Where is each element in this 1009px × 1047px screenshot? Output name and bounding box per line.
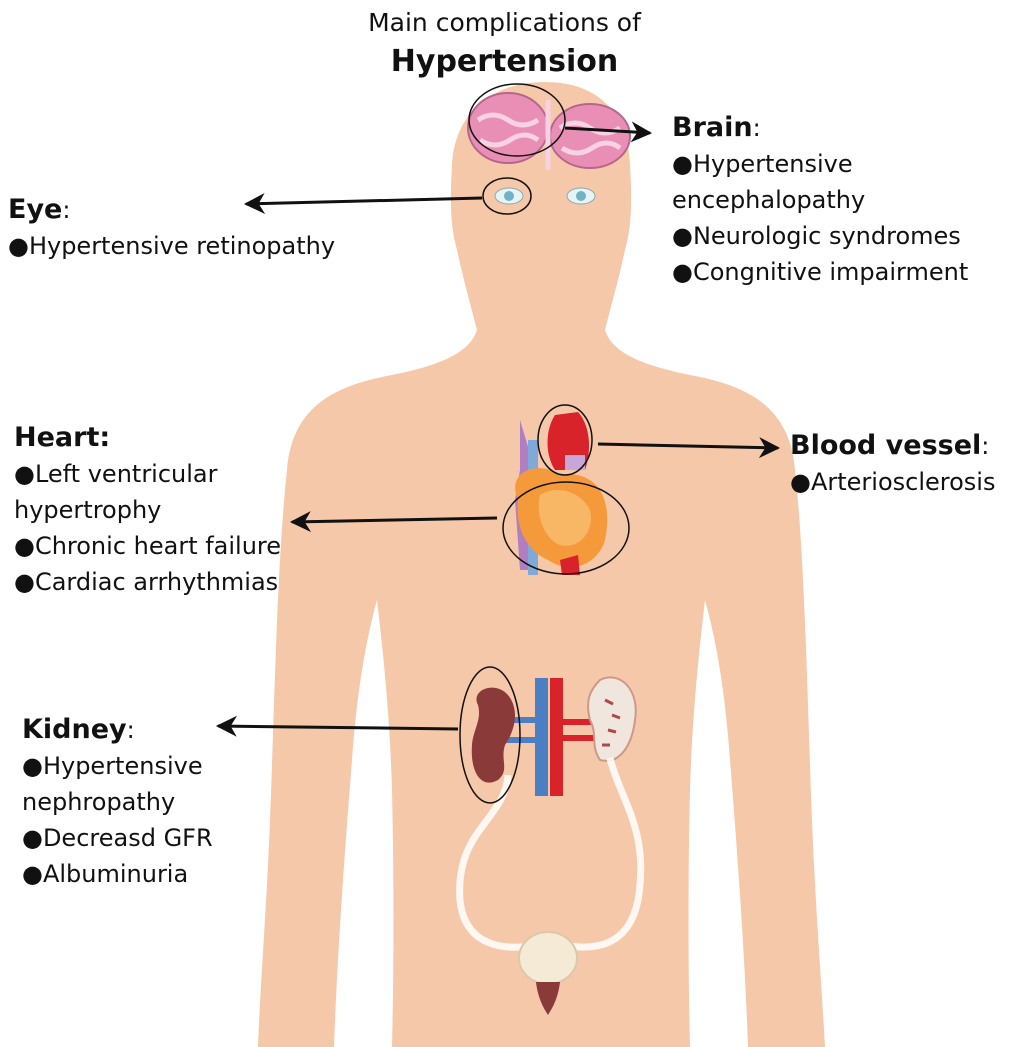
eye-label: Eye: ●Hypertensive retinopathy (8, 192, 335, 264)
kidney-item-3: ●Decreasd GFR (22, 820, 213, 856)
blood-vessel-item-1: ●Arteriosclerosis (790, 464, 995, 500)
brain-item-2: encephalopathy (672, 182, 968, 218)
eye-item-1: ●Hypertensive retinopathy (8, 228, 335, 264)
eye-heading: Eye (8, 194, 62, 225)
brain-item-4: ●Congnitive impairment (672, 254, 968, 290)
heart-item-2: hypertrophy (14, 492, 281, 528)
kidney-heading: Kidney (22, 714, 127, 745)
brain-heading: Brain (672, 112, 753, 143)
kidney-colon: : (127, 716, 135, 744)
eye-colon: : (62, 196, 70, 224)
blood-vessel-label: Blood vessel: ●Arteriosclerosis (790, 428, 995, 500)
heart-item-4: ●Cardiac arrhythmias (14, 564, 281, 600)
kidney-item-1: ●Hypertensive (22, 748, 213, 784)
kidney-item-4: ●Albuminuria (22, 856, 213, 892)
heart-heading: Heart (14, 422, 99, 453)
blood-vessel-heading: Blood vessel (790, 430, 981, 461)
kidney-item-2: nephropathy (22, 784, 213, 820)
heart-item-3: ●Chronic heart failure (14, 528, 281, 564)
title-line-2: Hypertension (0, 44, 1009, 79)
title-line-1: Main complications of (0, 8, 1009, 37)
heart-item-1: ●Left ventricular (14, 456, 281, 492)
brain-item-3: ●Neurologic syndromes (672, 218, 968, 254)
kidney-label: Kidney: ●Hypertensive nephropathy ●Decre… (22, 712, 213, 892)
heart-label: Heart: ●Left ventricular hypertrophy ●Ch… (14, 420, 281, 600)
brain-item-1: ●Hypertensive (672, 146, 968, 182)
brain-label: Brain: ●Hypertensive encephalopathy ●Neu… (672, 110, 968, 290)
heart-colon: : (99, 422, 110, 453)
blood-vessel-colon: : (981, 432, 989, 460)
brain-colon: : (753, 114, 761, 142)
